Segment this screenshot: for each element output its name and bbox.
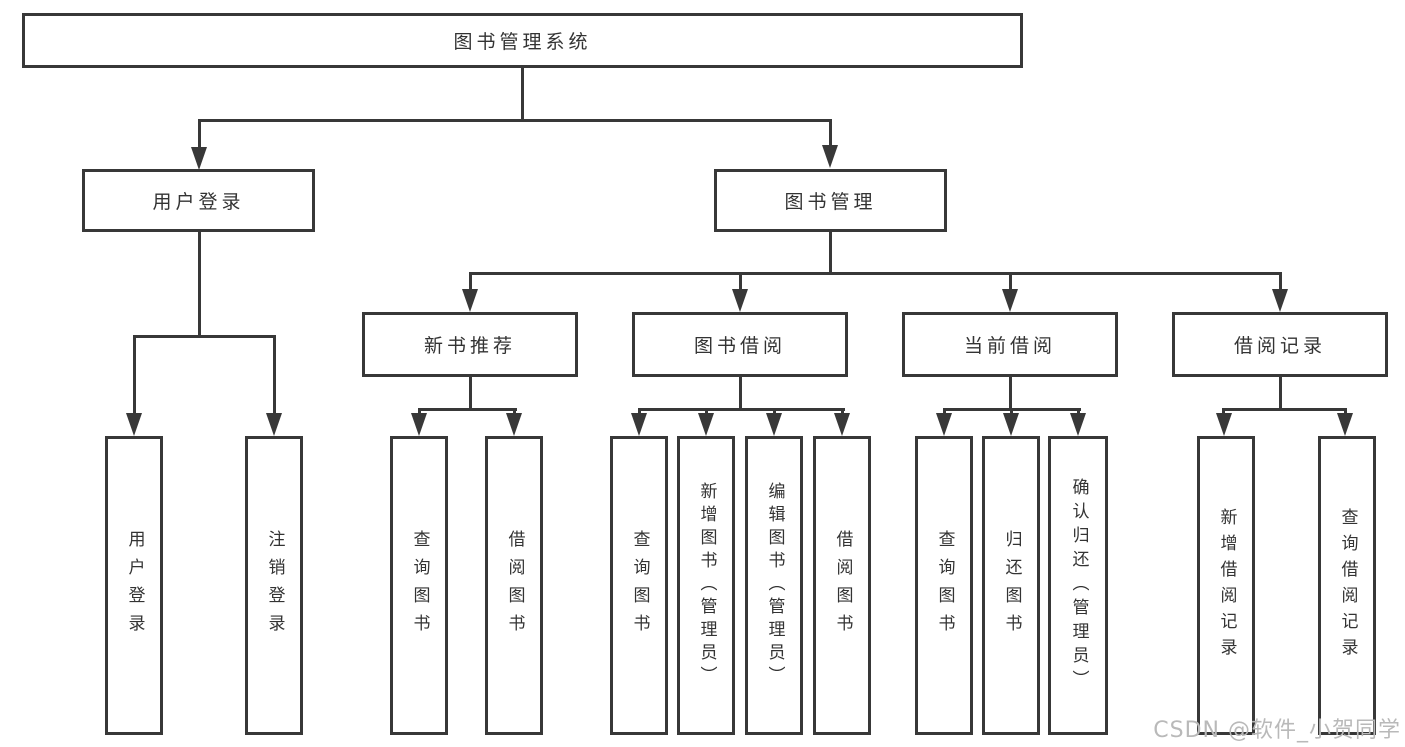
connector-to-book-borrow (739, 272, 742, 290)
leaf-borrow-books: 借阅图书 (813, 436, 871, 735)
leaf-label: 查询图书 (409, 529, 430, 642)
leaf-label: 编辑图书（管理员） (764, 482, 785, 689)
arrow-down-icon (1002, 289, 1018, 312)
leaf-add-books-admin: 新增图书（管理员） (677, 436, 735, 735)
node-label: 当前借阅 (963, 335, 1056, 357)
node-new-book-recommend: 新书推荐 (362, 312, 578, 377)
arrow-down-icon (1003, 413, 1019, 436)
connector-to-borrow-records (1279, 272, 1282, 290)
leaf-user-login: 用户登录 (105, 436, 163, 735)
connector-to-leaf (1222, 408, 1225, 416)
leaf-logout: 注销登录 (245, 436, 303, 735)
connector-group-bar (1222, 408, 1347, 411)
connector-to-leaf (943, 408, 946, 416)
leaf-label: 查询图书 (934, 529, 955, 642)
connector-to-leaf (638, 408, 641, 416)
leaf-edit-books-admin: 编辑图书（管理员） (745, 436, 803, 735)
connector-book-mgmt-drop (829, 232, 832, 272)
arrow-down-icon (126, 413, 142, 436)
connector-group-drop (469, 377, 472, 408)
leaf-borrow-books-recommend: 借阅图书 (485, 436, 543, 735)
connector-to-leaf (513, 408, 516, 416)
arrow-down-icon (1070, 413, 1086, 436)
connector-group-bar (418, 408, 517, 411)
leaf-label: 新增借阅记录 (1216, 507, 1237, 664)
connector-to-leaf (418, 408, 421, 416)
node-borrow-records: 借阅记录 (1172, 312, 1388, 377)
connector-to-leaf (1077, 408, 1080, 416)
watermark: CSDN @软件_小贺同学 (1153, 718, 1401, 743)
arrow-down-icon (698, 413, 714, 436)
connector-to-leaf (273, 335, 276, 413)
connector-to-leaf (773, 408, 776, 416)
leaf-confirm-return-admin: 确认归还（管理员） (1048, 436, 1108, 735)
arrow-down-icon (462, 289, 478, 312)
leaf-return-books: 归还图书 (982, 436, 1040, 735)
node-current-borrow: 当前借阅 (902, 312, 1118, 377)
arrow-down-icon (1216, 413, 1232, 436)
node-book-borrow: 图书借阅 (632, 312, 848, 377)
connector-to-leaf (1010, 408, 1013, 416)
connector-root-bar (198, 119, 832, 122)
connector-to-user-login (198, 119, 201, 149)
connector-group-drop (1279, 377, 1282, 408)
connector-to-leaf (133, 335, 136, 413)
node-label: 图书管理 (784, 191, 877, 213)
connector-user-login-bar (133, 335, 276, 338)
arrow-down-icon (191, 147, 207, 170)
node-label: 图书借阅 (693, 335, 786, 357)
connector-to-book-management (829, 119, 832, 147)
leaf-label: 用户登录 (124, 529, 145, 642)
arrow-down-icon (1337, 413, 1353, 436)
leaf-label: 借阅图书 (504, 529, 525, 642)
connector-root-drop (521, 68, 524, 119)
leaf-query-books-borrow: 查询图书 (610, 436, 668, 735)
connector-to-leaf (841, 408, 844, 416)
connector-group-drop (739, 377, 742, 408)
connector-to-leaf (705, 408, 708, 416)
arrow-down-icon (766, 413, 782, 436)
leaf-label: 注销登录 (264, 529, 285, 642)
connector-group-bar (638, 408, 845, 411)
arrow-down-icon (1272, 289, 1288, 312)
connector-to-current-borrow (1009, 272, 1012, 290)
leaf-label: 确认归还（管理员） (1068, 477, 1089, 694)
arrow-down-icon (506, 413, 522, 436)
leaf-label: 归还图书 (1001, 529, 1022, 642)
arrow-down-icon (266, 413, 282, 436)
arrow-down-icon (834, 413, 850, 436)
connector-book-mgmt-bar (469, 272, 1282, 275)
node-library-management-system: 图书管理系统 (22, 13, 1023, 68)
connector-to-new-books (469, 272, 472, 290)
node-user-login: 用户登录 (82, 169, 315, 232)
leaf-query-borrow-record: 查询借阅记录 (1318, 436, 1376, 735)
connector-user-login-drop (198, 232, 201, 335)
arrow-down-icon (936, 413, 952, 436)
leaf-label: 查询借阅记录 (1337, 507, 1358, 664)
leaf-label: 新增图书（管理员） (696, 482, 717, 689)
arrow-down-icon (822, 145, 838, 168)
node-label: 新书推荐 (423, 335, 516, 357)
leaf-label: 借阅图书 (832, 529, 853, 642)
arrow-down-icon (411, 413, 427, 436)
arrow-down-icon (732, 289, 748, 312)
connector-group-drop (1009, 377, 1012, 408)
leaf-query-books-current: 查询图书 (915, 436, 973, 735)
connector-to-leaf (1344, 408, 1347, 416)
node-label: 图书管理系统 (453, 31, 592, 53)
node-label: 用户登录 (152, 191, 245, 213)
node-book-management: 图书管理 (714, 169, 947, 232)
node-label: 借阅记录 (1233, 335, 1326, 357)
leaf-label: 查询图书 (629, 529, 650, 642)
leaf-query-books-recommend: 查询图书 (390, 436, 448, 735)
leaf-add-borrow-record: 新增借阅记录 (1197, 436, 1255, 735)
arrow-down-icon (631, 413, 647, 436)
